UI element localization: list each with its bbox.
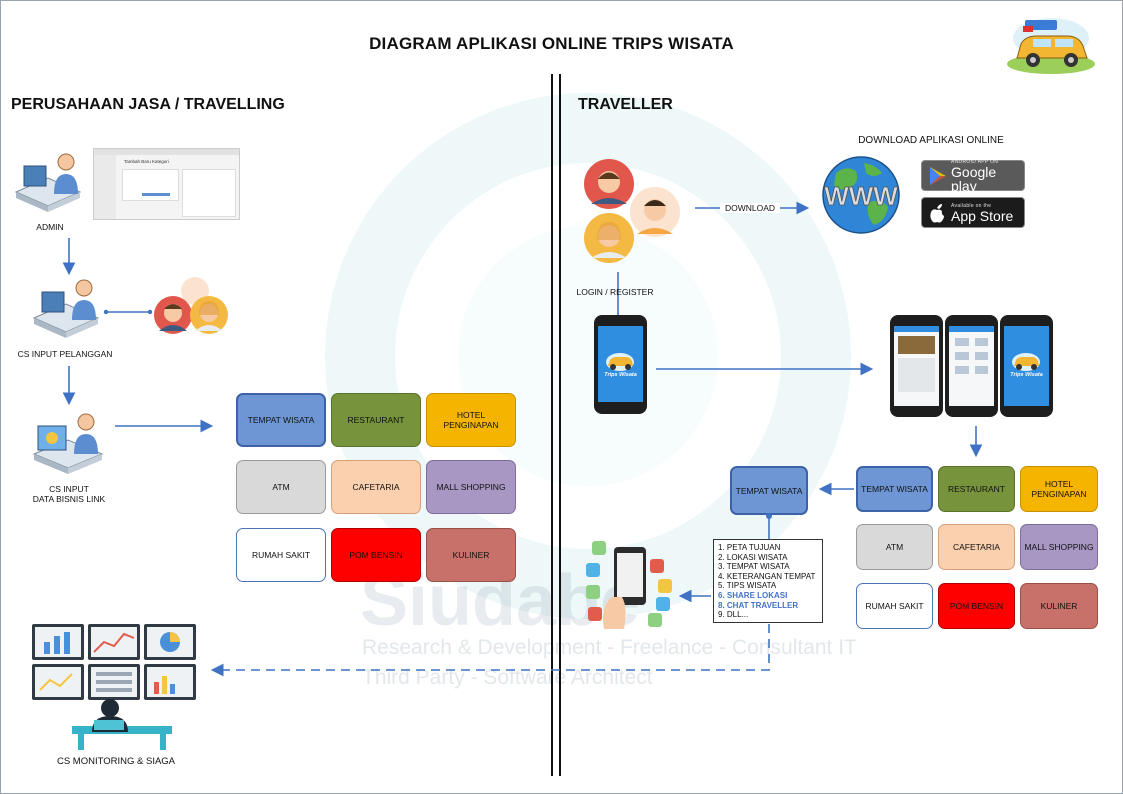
app-store-badge[interactable]: Available on the App Store xyxy=(921,197,1025,228)
globe-www-text: WWW xyxy=(824,181,898,211)
left-category-mall: MALL SHOPPING xyxy=(426,460,516,514)
left-section-heading: PERUSAHAAN JASA / TRAVELLING xyxy=(11,96,285,113)
globe-www-icon: WWW xyxy=(822,156,900,234)
left-category-pom-bensin: POM BENSIN xyxy=(331,528,421,582)
feature-list-item: 8. CHAT TRAVELLER xyxy=(718,600,799,610)
feature-list-item: 5. TIPS WISATA xyxy=(718,581,777,591)
right-section-heading: TRAVELLER xyxy=(578,96,673,113)
login-phone: Trips Wisata xyxy=(594,315,647,414)
right-category-pom-bensin: POM BENSIN xyxy=(938,583,1015,629)
app-phone-3: Trips Wisata xyxy=(1000,315,1053,417)
page-title: DIAGRAM APLIKASI ONLINE TRIPS WISATA xyxy=(369,34,734,53)
left-category-kuliner: KULINER xyxy=(426,528,516,582)
right-category-restaurant: RESTAURANT xyxy=(938,466,1015,512)
download-arrow-label: DOWNLOAD xyxy=(720,203,780,213)
google-play-small-text: ANDROID APP ON xyxy=(951,158,999,165)
left-category-cafetaria: CAFETARIA xyxy=(331,460,421,514)
right-category-cafetaria: CAFETARIA xyxy=(938,524,1015,570)
app-phone-2 xyxy=(945,315,998,417)
monitoring-label: CS MONITORING & SIAGA xyxy=(56,756,176,767)
admin-panel-screenshot: Tambah Baru Kategori xyxy=(93,148,240,220)
app-phone-2-screen xyxy=(949,326,994,406)
divider-line-left xyxy=(551,74,553,776)
phone-car-logo xyxy=(606,353,634,371)
left-category-restaurant: RESTAURANT xyxy=(331,393,421,447)
feature-list-item: 4. KETERANGAN TEMPAT xyxy=(718,571,816,581)
phone-3-car-logo xyxy=(1012,353,1040,371)
app-phone-3-screen: Trips Wisata xyxy=(1004,326,1049,406)
cs-input-business-label-line-2: DATA BISNIS LINK xyxy=(32,494,106,504)
right-category-mall: MALL SHOPPING xyxy=(1020,524,1098,570)
feature-list-item: 2. LOKASI WISATA xyxy=(718,552,788,562)
left-category-hotel: HOTEL PENGINAPAN xyxy=(426,393,516,447)
cs-input-business-label-line-1: CS INPUT xyxy=(49,484,89,494)
left-category-atm: ATM xyxy=(236,460,326,514)
customer-avatars xyxy=(154,277,228,334)
apple-icon xyxy=(930,203,944,222)
cs-input-customer-icon xyxy=(32,279,100,338)
traveller-avatars xyxy=(584,159,680,263)
left-category-rumah-sakit: RUMAH SAKIT xyxy=(236,528,326,582)
divider-line-right xyxy=(559,74,561,776)
login-phone-app-name: Trips Wisata xyxy=(604,372,637,378)
left-category-tempat-wisata: TEMPAT WISATA xyxy=(236,393,326,447)
app-store-small-text: Available on the xyxy=(951,202,992,209)
login-register-label: LOGIN / REGISTER xyxy=(576,287,654,297)
feature-list-item: 1. PETA TUJUAN xyxy=(718,543,781,552)
download-header: DOWNLOAD APLIKASI ONLINE xyxy=(858,135,1004,146)
feature-list-item: 6. SHARE LOKASI xyxy=(718,590,788,600)
admin-label: ADMIN xyxy=(36,222,64,232)
app-store-big-text: App Store xyxy=(951,207,1014,224)
app-phone-1 xyxy=(890,315,943,417)
cs-input-business-icon xyxy=(32,413,104,474)
admin-screenshot-title: Tambah Baru Kategori xyxy=(124,159,169,164)
app-phone-3-app-name: Trips Wisata xyxy=(1010,372,1043,378)
right-category-kuliner: KULINER xyxy=(1020,583,1098,629)
admin-workstation-icon xyxy=(14,153,82,212)
monitoring-dashboard-icon xyxy=(32,624,196,750)
right-category-hotel: HOTEL PENGINAPAN xyxy=(1020,466,1098,512)
feature-list-item: 9. DLL... xyxy=(718,610,749,620)
cs-input-customer-label: CS INPUT PELANGGAN xyxy=(17,349,113,359)
google-play-icon xyxy=(930,166,946,185)
travel-car-logo xyxy=(1007,18,1095,74)
watermark-line-1: Research & Development - Freelance - Con… xyxy=(362,636,857,659)
google-play-big-text: Google play xyxy=(951,163,997,194)
google-play-badge[interactable]: ANDROID APP ON Google play xyxy=(921,158,1025,194)
right-category-tempat-wisata: TEMPAT WISATA xyxy=(856,466,933,512)
right-category-atm: ATM xyxy=(856,524,933,570)
feature-list-item: 3. TEMPAT WISATA xyxy=(718,562,790,572)
mobile-features-icon xyxy=(586,541,672,629)
cs-input-business-label: CS INPUT DATA BISNIS LINK xyxy=(14,484,124,504)
left-connectors xyxy=(62,238,214,433)
login-phone-screen: Trips Wisata xyxy=(598,326,643,402)
watermark-line-2: Third Party - Software Architect xyxy=(362,666,653,689)
right-category-rumah-sakit: RUMAH SAKIT xyxy=(856,583,933,629)
app-phone-1-screen xyxy=(894,326,939,406)
